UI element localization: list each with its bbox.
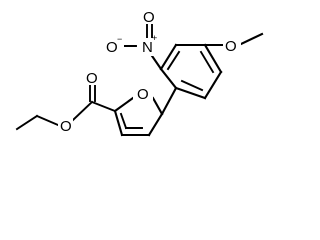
furan-o-c5-bond: [151, 96, 164, 116]
carbonyl-oxygen-label-background: [84, 69, 99, 85]
benzene-c3-c2-bond: [159, 43, 178, 71]
ethyl-ch3-ch2-bond: [15, 114, 39, 131]
nitro-oxygen-label-background: [104, 38, 124, 56]
benzene-c6-c5-bond: [203, 70, 223, 100]
benzene-c2-c1-bond: [159, 67, 178, 90]
ester-oxygen-label-background: [58, 117, 73, 133]
nitro-oxygen-charge: −: [117, 34, 122, 44]
ester-o-carbonyl-bond: [71, 100, 94, 122]
furan-c2-c3-inner-bond: [119, 112, 128, 130]
methoxy-oxygen-label-background: [223, 37, 241, 55]
benzene-c5-c4-bond: [203, 43, 223, 74]
furan-c3-c2-bond: [113, 109, 124, 137]
nitro-nitrogen-label: N: [142, 39, 153, 56]
benzene-c1-c6-bond: [174, 86, 207, 100]
nitro-top-oxygen-label: O: [143, 9, 155, 26]
furan-phenyl-bond: [160, 86, 178, 116]
methoxy-oxygen-label: O: [225, 38, 237, 55]
furan-oxygen-label: O: [137, 86, 149, 103]
nitro-top-oxygen-label-background: [142, 7, 158, 24]
chemical-structure-diagram: O O O O − N + O O: [15, 7, 264, 137]
ester-oxygen-label: O: [60, 118, 72, 135]
benzene-inner-double-bond-1: [180, 79, 204, 92]
furan-oxygen-label-background: [133, 84, 153, 102]
molecule-drawing: O O O O − N + O O: [15, 7, 264, 137]
carbonyl-oxygen-label: O: [86, 70, 98, 87]
ethyl-ch2-o-bond: [35, 114, 60, 127]
methoxy-ch3-bond: [237, 32, 264, 47]
carbonyl-furan-bond: [90, 100, 117, 113]
nitro-nitrogen-charge: +: [152, 33, 157, 43]
nitro-oxygen-label: O: [106, 39, 118, 56]
nitro-nitrogen-label-background: [138, 38, 160, 56]
benzene-inner-double-bond-2: [199, 50, 215, 74]
benzene-inner-double-bond-3: [166, 50, 181, 71]
furan-c2-o-bond: [113, 96, 135, 113]
furan-c5-c4-bond: [147, 112, 164, 137]
